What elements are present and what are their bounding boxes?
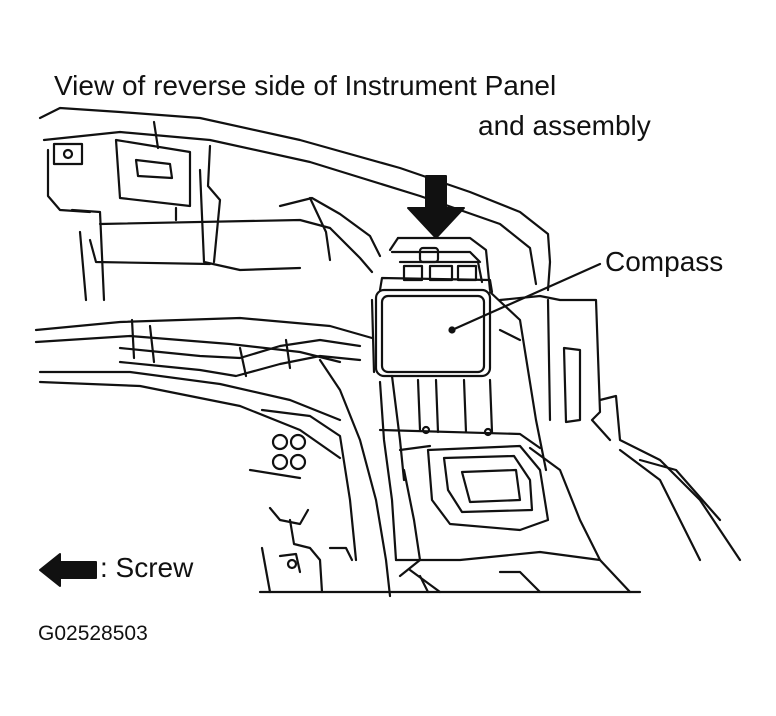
right-panel-structure (488, 290, 742, 562)
diagram-title-line2: and assembly (478, 110, 651, 141)
lower-left-panel (248, 408, 642, 594)
wire-harness (118, 318, 362, 378)
arrow-left-icon (39, 553, 97, 587)
mounting-bracket (52, 120, 192, 222)
screw-legend-label: : Screw (100, 552, 194, 583)
diagram-title-line1: View of reverse side of Instrument Panel (54, 70, 557, 101)
dashboard-outline (34, 106, 552, 598)
compass-label: Compass (605, 246, 724, 277)
arrow-down-icon (407, 175, 465, 239)
lower-duct-assembly (378, 374, 632, 594)
figure-code: G02528503 (38, 622, 148, 645)
compass-module (370, 236, 494, 378)
